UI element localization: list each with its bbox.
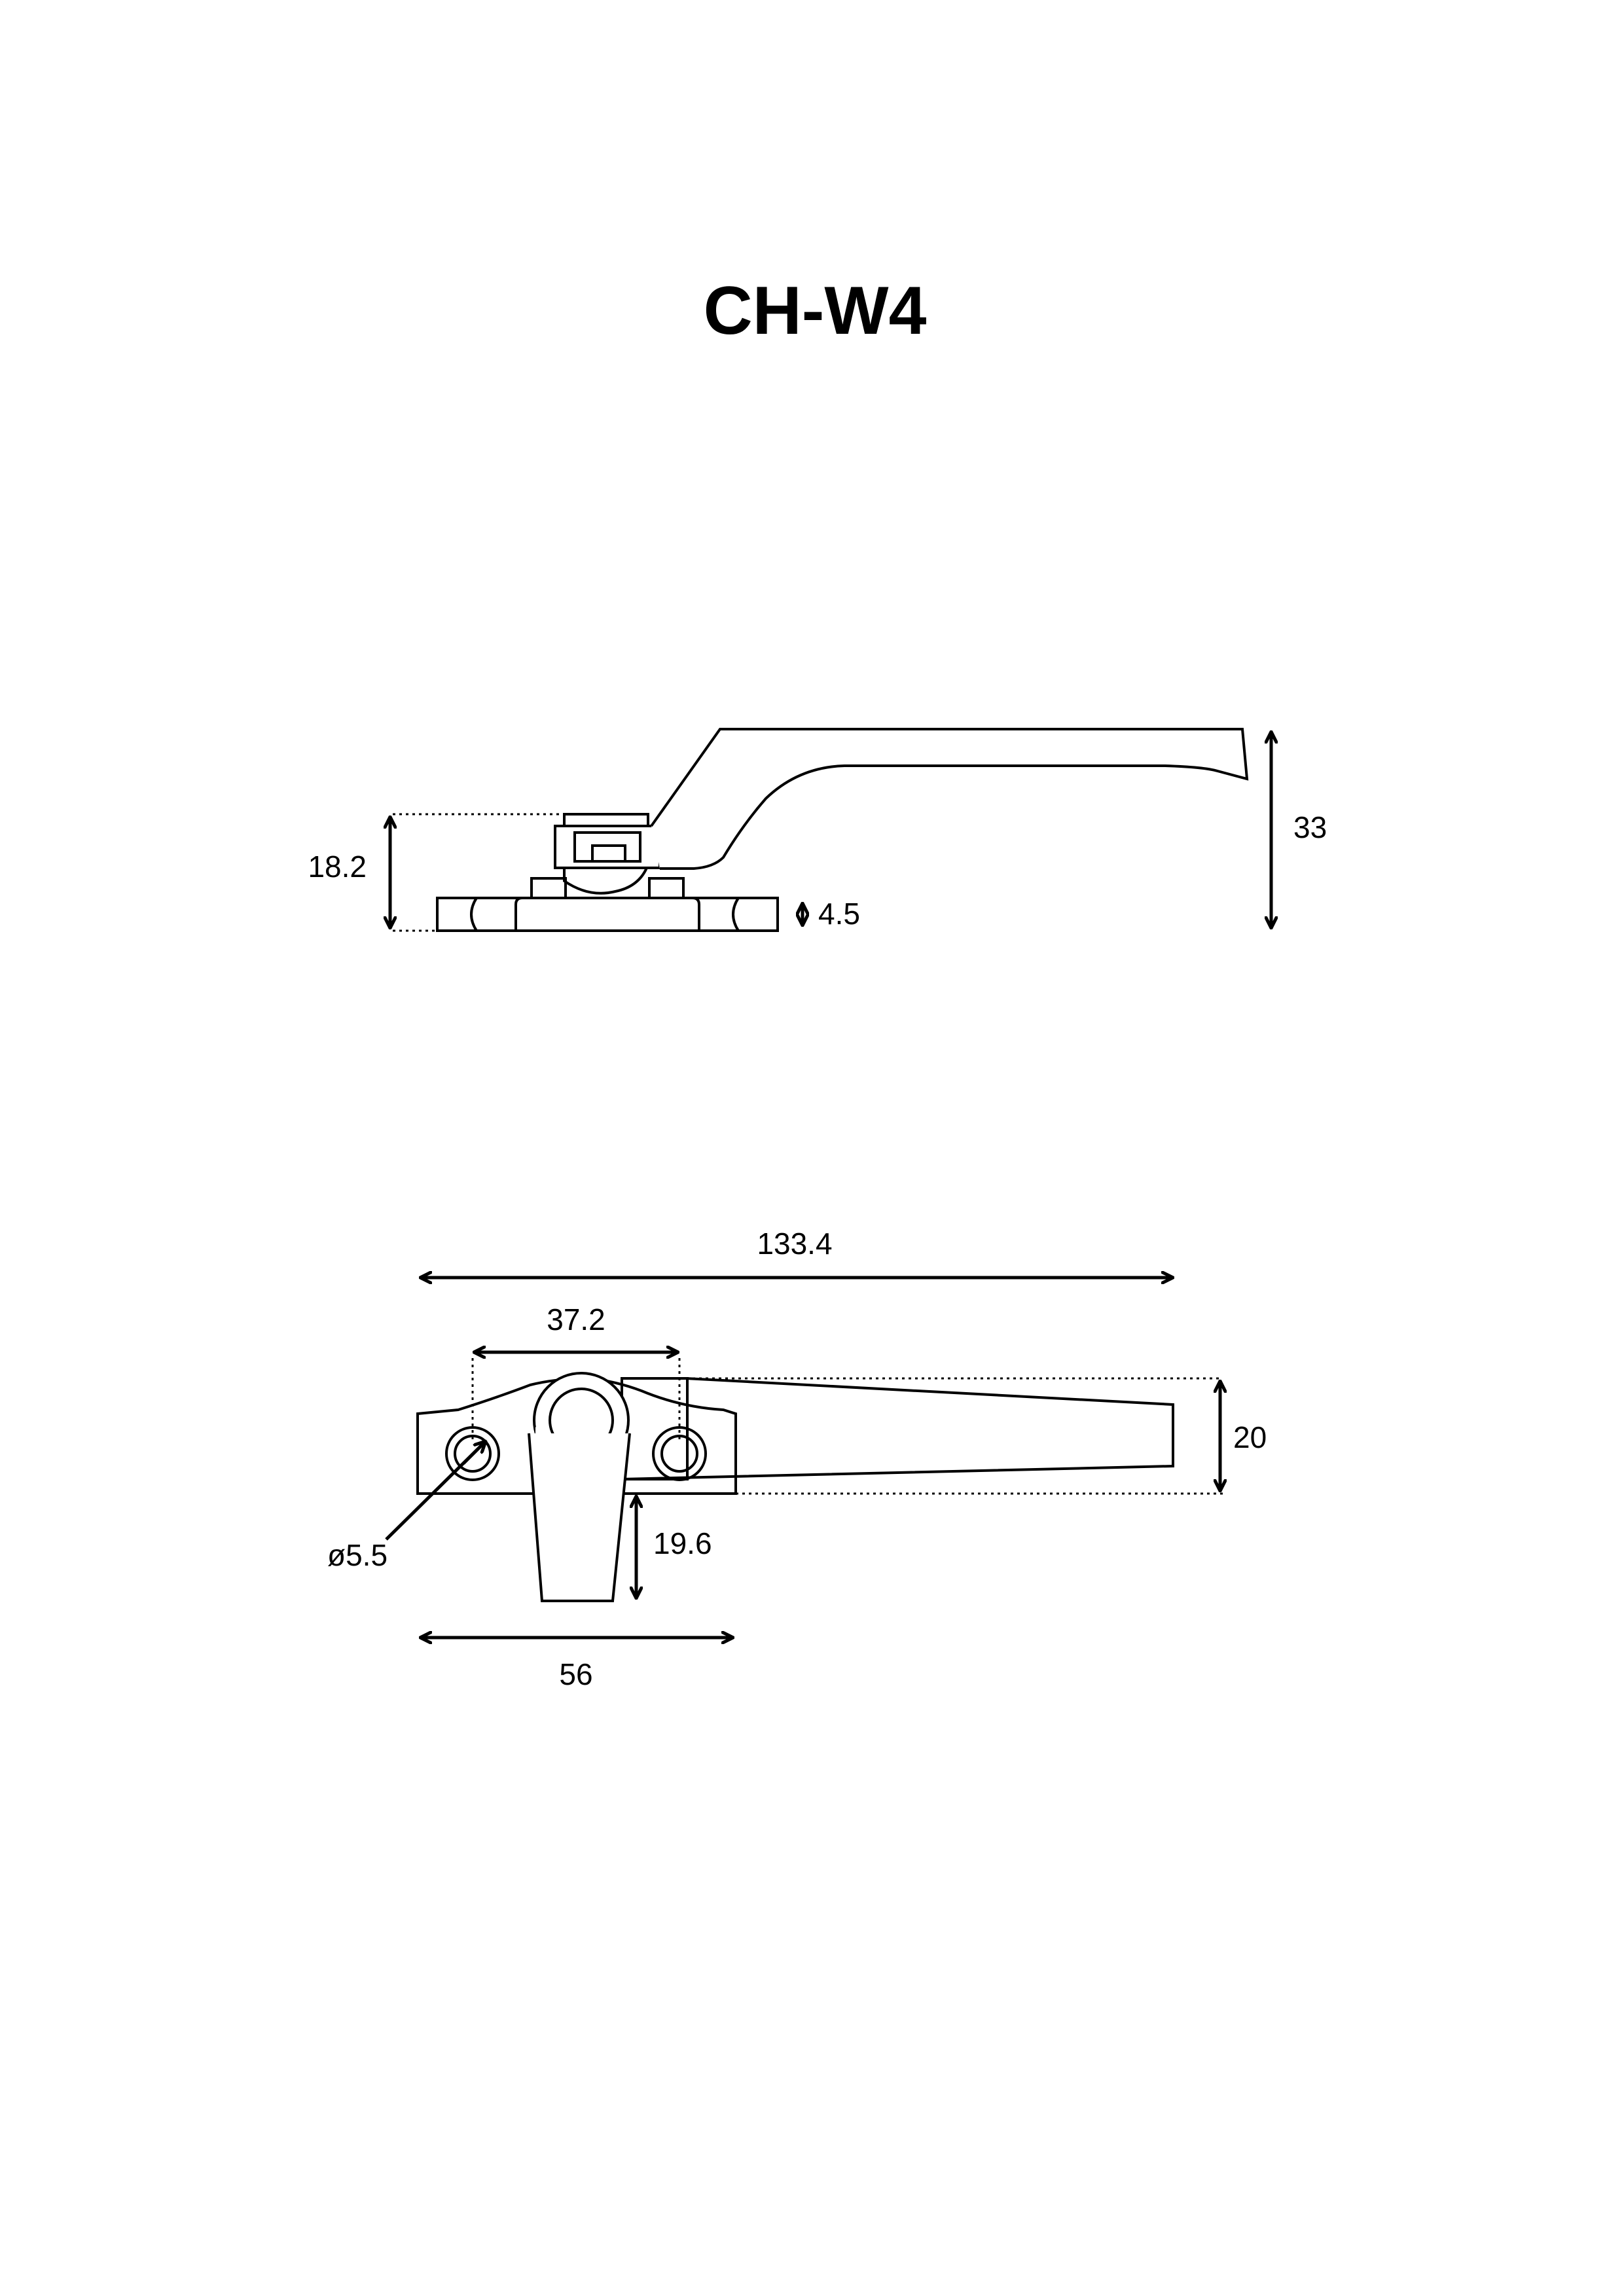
top-left-hole-inner <box>454 1435 492 1473</box>
dim-label-37-2: 37.2 <box>547 1302 605 1336</box>
side-base-plate <box>436 897 779 932</box>
dim-label-20: 20 <box>1233 1420 1267 1454</box>
dim-label-19-6: 19.6 <box>653 1526 712 1560</box>
side-cam-bottom <box>563 867 648 895</box>
side-cam-slot <box>591 844 626 861</box>
side-cam-inner <box>573 831 641 863</box>
side-cam-top <box>563 813 649 827</box>
side-handle-lever <box>650 728 1249 870</box>
top-right-hole-outer <box>652 1426 707 1481</box>
dim-label-33: 33 <box>1293 810 1327 844</box>
top-right-hole-inner <box>660 1435 698 1473</box>
side-view: 18.2 4.5 33 <box>308 728 1327 932</box>
dim-label-4-5: 4.5 <box>818 897 860 931</box>
dim-label-18-2: 18.2 <box>308 850 367 884</box>
side-right-block <box>648 877 685 899</box>
top-left-hole-outer <box>445 1426 500 1481</box>
top-nose-cover <box>535 1427 624 1453</box>
top-view: 133.4 37.2 20 ø5.5 19.6 56 <box>327 1227 1267 1691</box>
dim-label-133-4: 133.4 <box>757 1227 832 1261</box>
dim-label-hole-diameter: ø5.5 <box>327 1538 388 1572</box>
dim-leader-hole-inner <box>462 1441 486 1465</box>
side-left-block <box>530 877 567 899</box>
side-base-left-notch <box>470 897 478 932</box>
top-nose <box>528 1433 631 1602</box>
side-base-recess <box>514 897 700 931</box>
side-base-right-notch <box>732 897 740 932</box>
dim-label-56: 56 <box>559 1657 592 1691</box>
drawing-title: CH-W4 <box>704 273 927 349</box>
